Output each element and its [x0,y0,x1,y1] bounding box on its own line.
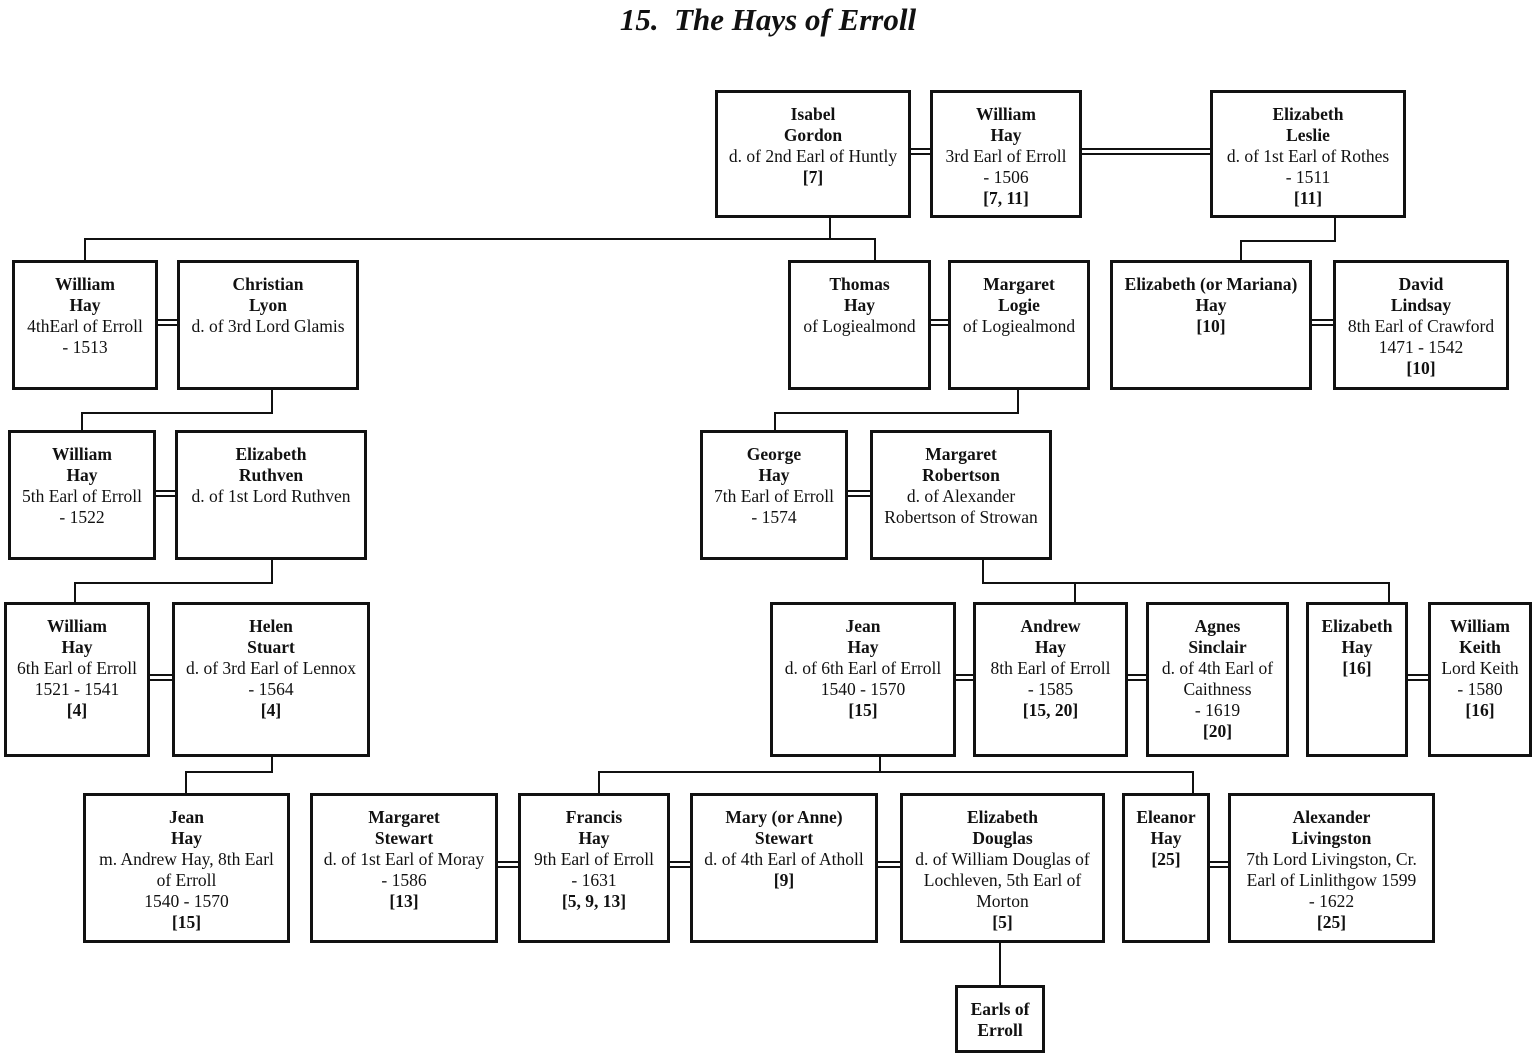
marriage-line [1082,148,1210,155]
person-box-elizabeth-mariana-hay: Elizabeth (or Mariana)Hay[10] [1110,260,1312,390]
descent-line [1240,240,1336,242]
descent-line [1017,390,1019,412]
marriage-line [498,861,518,868]
descent-line [84,238,86,260]
descent-line [774,412,776,430]
descent-line [982,560,984,582]
descent-line [598,771,1194,773]
descent-line [81,412,83,430]
descent-line [1192,771,1194,793]
descent-line [774,412,1019,414]
descent-line [829,218,831,238]
marriage-line [956,674,973,681]
descent-line [185,771,187,793]
descent-line [1388,582,1390,602]
marriage-line [150,674,172,681]
descent-line [81,412,273,414]
descent-line [185,771,273,773]
descent-line [74,582,273,584]
marriage-line [878,861,900,868]
descent-line [74,582,76,602]
descent-line [84,238,876,240]
marriage-line [1210,861,1228,868]
marriage-line [670,861,690,868]
descent-line [879,757,881,771]
descent-line [1074,582,1076,602]
marriage-line [848,490,870,497]
descent-line [598,771,600,793]
marriage-line [1312,319,1333,326]
page-title: 15. The Hays of Erroll [619,2,917,37]
descent-line [874,238,876,260]
descent-line [271,560,273,582]
marriage-line [911,148,930,155]
marriage-line [158,319,177,326]
descent-line [271,757,273,771]
descent-line [271,390,273,412]
marriage-line [1128,674,1146,681]
descent-line [982,582,1390,584]
descent-line [999,943,1001,985]
marriage-line [931,319,948,326]
marriage-line [156,490,175,497]
descent-line [1240,240,1242,260]
descent-line [1334,218,1336,240]
marriage-line [1408,674,1428,681]
